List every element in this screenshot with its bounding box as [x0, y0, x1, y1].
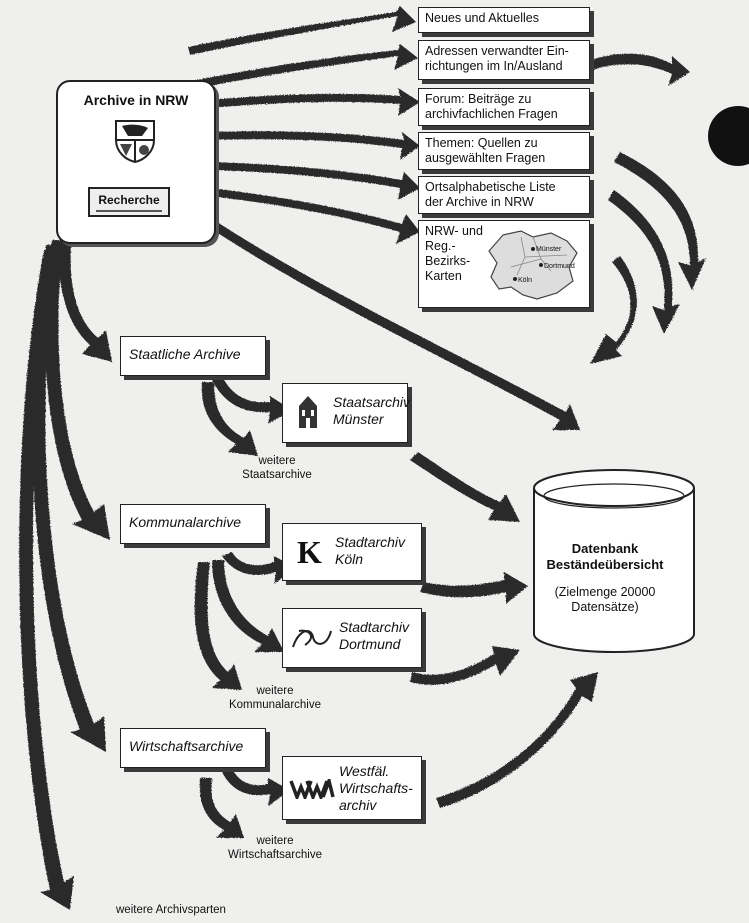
category-municipal-archives[interactable]: Kommunalarchive: [120, 504, 266, 544]
arrow-state-to-more: [201, 382, 258, 456]
nav-archive-list[interactable]: Ortsalphabetische Liste der Archive in N…: [418, 176, 590, 214]
nav-maps-line-4: Karten: [425, 269, 462, 283]
nav-list-line-2: der Archive in NRW: [425, 195, 534, 209]
nav-forum-line-2: archivfachlichen Fragen: [425, 107, 558, 121]
nav-forum[interactable]: Forum: Beiträge zu archivfachlichen Frag…: [418, 88, 590, 126]
arrow-muenster-to-database: [410, 452, 520, 522]
institution-westfael[interactable]: Westfäl. Wirtschafts- archiv: [282, 756, 422, 820]
nav-maps-line-2: Reg.-: [425, 239, 456, 253]
category-state-archives[interactable]: Staatliche Archive: [120, 336, 266, 376]
nav-maps[interactable]: NRW- und Reg.- Bezirks- Karten Münster D…: [418, 220, 590, 308]
nav-maps-line-3: Bezirks-: [425, 254, 471, 268]
nav-addresses-line-2: richtungen im In/Ausland: [425, 59, 563, 73]
more-municipal-label: weitere Kommunalarchive: [200, 684, 350, 712]
nav-topics-line-1: Themen: Quellen zu: [425, 136, 538, 150]
nav-maps-line-1: NRW- und: [425, 224, 483, 238]
institution-dortmund[interactable]: Stadtarchiv Dortmund: [282, 608, 422, 668]
database-subtitle-line-2: Datensätze): [571, 600, 639, 614]
category-municipal-label: Kommunalarchive: [129, 514, 242, 530]
category-other-label: weitere Archivsparten: [116, 904, 226, 916]
arrow-to-addresses: [196, 44, 418, 88]
nrw-map-icon: Münster Dortmund Köln: [488, 230, 578, 300]
arrow-business-to-more: [199, 778, 244, 838]
category-business-archives[interactable]: Wirtschaftsarchive: [120, 728, 266, 768]
nav-addresses-line-1: Adressen verwandter Ein-: [425, 44, 569, 58]
map-label-koeln: Köln: [518, 277, 532, 284]
more-business-line-2: Wirtschaftsarchive: [228, 849, 322, 861]
more-state-line-2: Staatsarchive: [242, 469, 312, 481]
muenster-line-1: Staatsarchiv: [333, 394, 411, 410]
arrow-municipal-to-dortmund: [212, 560, 284, 652]
black-circle: [708, 106, 749, 166]
more-state-line-1: weitere: [258, 455, 296, 467]
arrow-main-to-municipal: [45, 240, 110, 540]
arrow-to-list: [210, 162, 420, 200]
westfael-line-2: Wirtschafts-: [339, 780, 413, 796]
arrow-main-to-business: [31, 245, 107, 752]
koeln-k-logo-icon: K: [297, 534, 322, 570]
map-label-muenster: Münster: [536, 246, 562, 253]
arrow-right-curve-1: [614, 152, 706, 290]
muenster-line-2: Münster: [333, 411, 384, 427]
institution-muenster[interactable]: Staatsarchiv Münster: [282, 383, 411, 443]
more-municipal-line-1: weitere: [256, 685, 294, 697]
more-business-label: weitere Wirtschaftsarchive: [200, 834, 350, 862]
arrow-to-forum: [206, 88, 420, 116]
koeln-line-1: Stadtarchiv: [335, 534, 406, 550]
arrow-municipal-to-koeln: [222, 552, 296, 584]
arrow-right-curve-3: [590, 256, 637, 364]
nav-news[interactable]: Neues und Aktuelles: [418, 7, 590, 33]
arrow-municipal-to-more: [194, 562, 242, 690]
dortmund-line-1: Stadtarchiv: [339, 619, 410, 635]
arrow-to-topics: [210, 131, 420, 160]
nav-forum-line-1: Forum: Beiträge zu: [425, 92, 532, 106]
arrow-to-news: [188, 6, 416, 55]
nav-list-line-1: Ortsalphabetische Liste: [425, 180, 556, 194]
arrow-business-to-westfael: [222, 768, 290, 806]
westfael-line-3: archiv: [339, 797, 377, 813]
more-state-label: weitere Staatsarchive: [222, 454, 332, 482]
more-municipal-line-2: Kommunalarchive: [228, 699, 322, 711]
nav-topics-line-2: ausgewählten Fragen: [425, 151, 546, 165]
category-business-label: Wirtschaftsarchive: [129, 738, 244, 754]
database-subtitle-line-1: (Zielmenge 20000: [554, 585, 656, 599]
nav-addresses[interactable]: Adressen verwandter Ein- richtungen im I…: [418, 40, 590, 80]
recherche-button[interactable]: Recherche: [88, 187, 170, 217]
main-archive-box[interactable]: Archive in NRW Recherche: [56, 80, 216, 244]
database-cylinder: [533, 469, 695, 653]
arrow-to-maps: [208, 188, 420, 244]
arrow-koeln-to-database: [420, 572, 528, 604]
archive-building-icon: [299, 396, 317, 428]
arrow-main-to-database: [210, 220, 580, 430]
arrow-addresses-to-outside: [590, 53, 690, 86]
database[interactable]: Datenbank Beständeübersicht (Zielmenge 2…: [540, 541, 670, 615]
main-title: Archive in NRW: [83, 92, 189, 108]
nav-topics[interactable]: Themen: Quellen zu ausgewählten Fragen: [418, 132, 590, 170]
arrow-right-curve-2: [608, 190, 680, 334]
arrow-main-to-other: [19, 250, 74, 910]
arrow-main-to-state: [58, 232, 112, 362]
nrw-coat-of-arms-icon: [115, 120, 155, 164]
westfael-line-1: Westfäl.: [339, 763, 390, 779]
database-title-line-1: Datenbank: [571, 541, 639, 556]
dortmund-logo-icon: [292, 629, 332, 648]
institution-koeln[interactable]: K Stadtarchiv Köln: [282, 523, 422, 581]
category-state-label: Staatliche Archive: [129, 346, 241, 362]
arrow-state-to-muenster: [212, 376, 292, 424]
nav-news-label: Neues und Aktuelles: [425, 11, 539, 25]
arrow-dortmund-to-database: [410, 646, 520, 685]
koeln-line-2: Köln: [335, 551, 364, 567]
dortmund-line-2: Dortmund: [339, 636, 401, 652]
more-business-line-1: weitere: [256, 835, 294, 847]
wwa-logo-icon: [289, 779, 335, 799]
database-title-line-2: Beständeübersicht: [546, 557, 664, 572]
arrow-westfael-to-database: [436, 672, 598, 808]
map-label-dortmund: Dortmund: [544, 263, 575, 270]
